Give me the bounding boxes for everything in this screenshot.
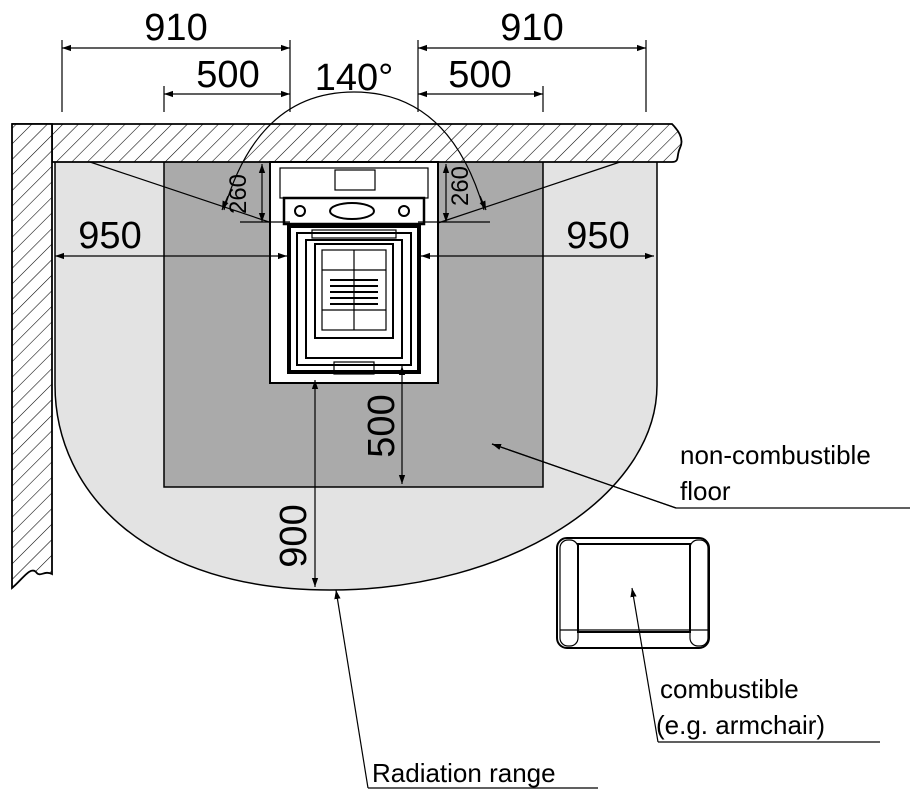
angle-arc <box>223 91 485 211</box>
label-floor-line2: floor <box>680 476 731 506</box>
dim-left-950: 950 <box>78 215 141 257</box>
side-wall <box>11 123 53 590</box>
dim-right-950: 950 <box>566 215 629 257</box>
dim-top-left-outer: 910 <box>144 7 207 49</box>
stove-top-view-icon <box>269 161 439 384</box>
dim-front-500: 500 <box>361 394 403 457</box>
back-wall <box>12 123 683 163</box>
dim-angle: 140° <box>315 57 394 99</box>
label-radiation-range: Radiation range <box>372 758 556 788</box>
dim-top-left-inner: 500 <box>196 54 259 96</box>
dim-top-right-inner: 500 <box>448 54 511 96</box>
label-floor-line1: non-combustible <box>680 440 871 470</box>
dim-260-left: 260 <box>225 174 252 214</box>
label-armchair-line1: combustible <box>660 674 799 704</box>
dim-top-right-outer: 910 <box>500 7 563 49</box>
dim-front-900: 900 <box>273 504 315 567</box>
dim-260-right: 260 <box>447 166 474 206</box>
label-armchair-line2: (e.g. armchair) <box>656 710 825 740</box>
